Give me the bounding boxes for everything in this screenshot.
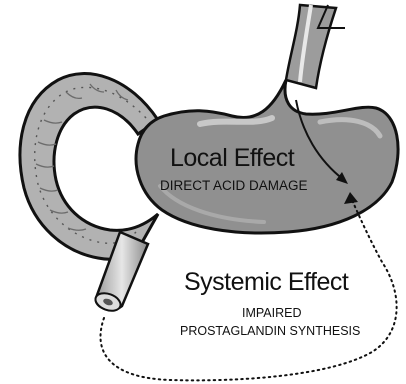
systemic-effect-subtitle-line2: PROSTAGLANDIN SYNTHESIS — [180, 324, 360, 338]
systemic-effect-title: Systemic Effect — [184, 268, 348, 297]
systemic-effect-subtitle-line1: IMPAIRED — [242, 306, 302, 320]
local-effect-title: Local Effect — [170, 144, 294, 173]
local-effect-subtitle: DIRECT ACID DAMAGE — [160, 178, 308, 193]
